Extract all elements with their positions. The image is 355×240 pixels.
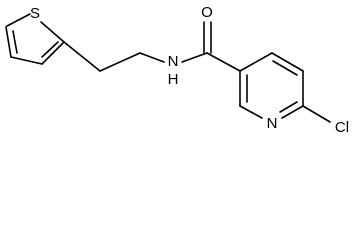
amide-group — [181, 21, 241, 72]
bond-carbonyl-ring — [206, 52, 241, 72]
bond-s-c5 — [6, 13, 31, 27]
bond-c6-cl — [302, 105, 331, 123]
atom-label-chlorine: Cl — [335, 119, 349, 136]
bond-c6-n1 — [281, 105, 304, 119]
molecule-structure: S O N H N Cl — [5, 4, 349, 136]
bond-c5-c4 — [5, 26, 12, 58]
bond-s-c2 — [40, 21, 65, 43]
bond-c4-c3 — [10, 56, 43, 65]
bond-c2-ch2a — [63, 41, 101, 72]
bond-c3-c2 — [41, 41, 65, 65]
atom-label-amide-nitrogen: N — [168, 53, 179, 70]
bond-n1-c2 — [239, 105, 263, 119]
ethyl-linker — [63, 41, 165, 72]
pyridine-ring — [239, 52, 331, 123]
bond-c6-n1-inner — [279, 101, 298, 113]
bond-ch2b-n — [139, 52, 165, 63]
bond-c3-c4 — [239, 52, 273, 72]
bond-c4-c5 — [271, 52, 304, 72]
atom-label-amide-hydrogen: H — [168, 71, 179, 88]
bond-c3-c2-inner — [41, 41, 59, 58]
bond-n-carbonyl — [181, 52, 208, 63]
thiophene-ring — [5, 13, 65, 65]
atom-label-ring-nitrogen: N — [267, 115, 278, 132]
atom-label-sulfur: S — [30, 5, 40, 22]
bond-c4-c5-inner — [272, 60, 298, 76]
bond-c5-c4-inner — [12, 30, 18, 54]
atom-label-oxygen: O — [201, 4, 213, 21]
bond-ch2a-ch2b — [99, 52, 141, 72]
